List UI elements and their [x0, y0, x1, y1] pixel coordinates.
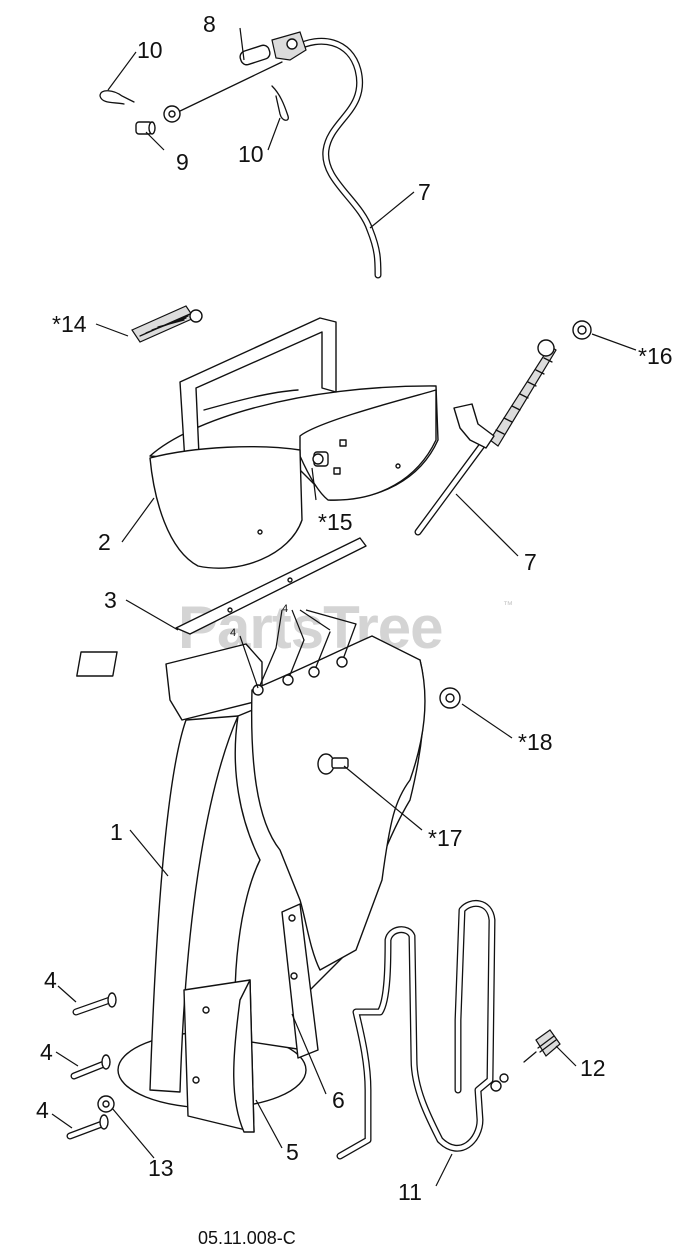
part-10-hairpin-right[interactable]: [271, 85, 289, 121]
callout-4-small-top: 4: [282, 603, 288, 615]
callout-7-mid: 7: [524, 549, 537, 575]
leader-lines: [51, 27, 637, 1187]
part-12-knob[interactable]: [523, 1029, 561, 1063]
part-3-bracket[interactable]: [175, 537, 367, 635]
part-18-nut[interactable]: [439, 687, 461, 709]
watermark-trademark: ™: [503, 600, 513, 611]
part-4-bolt-a[interactable]: [72, 992, 117, 1016]
callout-3: 3: [104, 587, 117, 613]
callout-11: 11: [398, 1179, 422, 1205]
cable-wire: [163, 61, 283, 123]
part-11-crank[interactable]: [336, 900, 509, 1160]
part-16-nut[interactable]: [572, 320, 592, 340]
part-8-cable-end-pin[interactable]: [239, 31, 307, 66]
drawing-code: 05.11.008-C: [198, 1228, 296, 1248]
part-5-panel[interactable]: [183, 979, 255, 1133]
callout-5: 5: [286, 1139, 299, 1165]
callout-6: 6: [332, 1087, 345, 1113]
callout-18: *18: [518, 729, 553, 755]
callout-4-a: 4: [44, 967, 57, 993]
callout-10-left: 10: [137, 37, 163, 63]
callout-15: *15: [318, 509, 353, 535]
part-10-hairpin-left[interactable]: [99, 90, 135, 105]
callout-17: *17: [428, 825, 463, 851]
callout-1: 1: [110, 819, 123, 845]
part-13-washer[interactable]: [97, 1095, 115, 1113]
part-4-bolts-top[interactable]: [252, 623, 357, 696]
part-9-pin[interactable]: [135, 121, 156, 135]
callout-7-top: 7: [418, 179, 431, 205]
callout-9: 9: [176, 149, 189, 175]
part-2-chute-deflector[interactable]: [149, 317, 439, 569]
part-4-bolt-b[interactable]: [70, 1054, 111, 1080]
callout-4-small-left: 4: [230, 627, 236, 639]
callout-8: 8: [203, 11, 216, 37]
part-1-side-panel[interactable]: [250, 635, 426, 971]
callout-12: 12: [580, 1055, 606, 1081]
callout-4-c: 4: [36, 1097, 49, 1123]
callout-13: 13: [148, 1155, 174, 1181]
part-14-spring[interactable]: [131, 305, 203, 343]
callout-16: *16: [638, 343, 673, 369]
part-4-bolt-c[interactable]: [66, 1114, 109, 1140]
callout-2: 2: [98, 529, 111, 555]
callout-4-b: 4: [40, 1039, 53, 1065]
part-6-panel[interactable]: [281, 903, 319, 1059]
part-7-top-cable[interactable]: [292, 37, 382, 279]
part-7-adjuster-rod[interactable]: [414, 339, 557, 536]
callout-14: *14: [52, 311, 87, 337]
callout-10-right: 10: [238, 141, 264, 167]
part-17-bolt[interactable]: [317, 753, 349, 775]
